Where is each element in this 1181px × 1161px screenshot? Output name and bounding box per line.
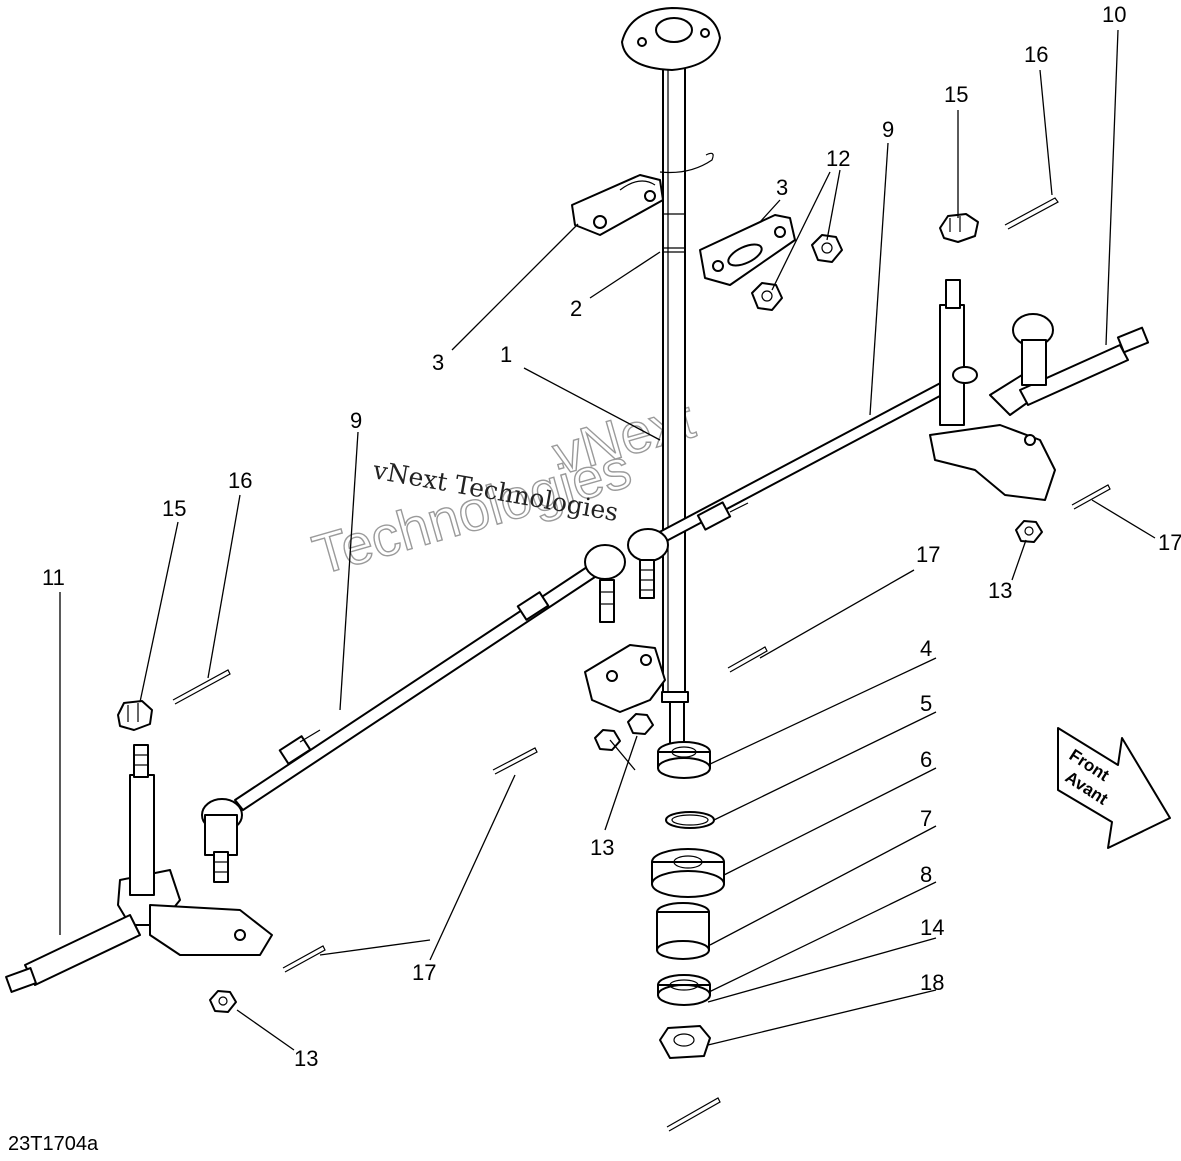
callout-13-right: 13 [988,578,1012,603]
callout-5: 5 [920,691,932,716]
clamp-right [699,214,796,286]
callout-10: 10 [1102,2,1126,27]
flange-nut-right [1015,520,1043,543]
callout-9-right: 9 [882,117,894,142]
callout-16-right: 16 [1024,42,1048,67]
callout-15-left: 15 [162,496,186,521]
tie-rod-left [201,544,626,883]
callout-13-left: 13 [294,1046,318,1071]
spindle-right [929,279,1150,501]
callout-2: 2 [570,296,582,321]
callout-16-left: 16 [228,468,252,493]
callout-15-right: 15 [944,82,968,107]
leader-lines [59,29,1156,1051]
callout-17-right: 17 [1158,530,1181,555]
castle-nut-right [939,213,979,243]
callout-8: 8 [920,862,932,887]
callout-3-right: 3 [776,175,788,200]
cotter-pins [172,197,1111,1132]
callout-3-left: 3 [432,350,444,375]
callout-7: 7 [920,806,932,831]
callout-14: 14 [920,915,944,940]
callout-11: 11 [42,565,65,590]
callout-labels: 10 16 15 9 12 3 2 3 1 9 16 15 11 17 17 1… [42,2,1181,1071]
flange-nut-left [209,990,237,1013]
nut-12 [751,234,843,311]
center-bracket [584,644,666,751]
callout-17-left: 17 [412,960,436,985]
callout-1: 1 [500,342,512,367]
callout-4: 4 [920,636,932,661]
callout-12: 12 [826,146,850,171]
callout-18: 18 [920,970,944,995]
callout-6: 6 [920,747,932,772]
callout-9-left: 9 [350,408,362,433]
front-arrow: Front Avant [1057,727,1171,849]
diagram-code: 23T1704a [8,1133,99,1155]
castle-nut-left [117,700,153,731]
steering-shaft [621,7,721,756]
callout-13-center: 13 [590,835,614,860]
spindle-left [5,744,273,993]
callout-17-center: 17 [916,542,940,567]
stack-parts [651,741,725,1059]
clamp-left [571,174,664,236]
